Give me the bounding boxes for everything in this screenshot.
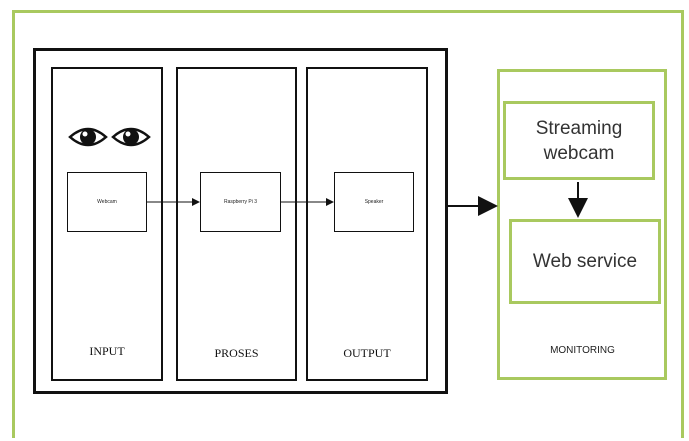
monitoring-label: MONITORING: [550, 345, 615, 356]
raspberry-pi-node: Raspberry Pi 3: [200, 172, 281, 232]
proses-label: PROSES: [214, 346, 259, 360]
speaker-node: Speaker: [334, 172, 414, 232]
eye-icon: [68, 127, 108, 147]
webcam-node: Webcam: [67, 172, 147, 232]
eye-icon: [111, 127, 151, 147]
input-label: INPUT: [89, 344, 125, 358]
outer-frame: [12, 10, 684, 438]
streaming-webcam-node: Streaming webcam: [503, 101, 655, 180]
output-label: OUTPUT: [343, 346, 391, 360]
web-service-node: Web service: [509, 219, 661, 304]
